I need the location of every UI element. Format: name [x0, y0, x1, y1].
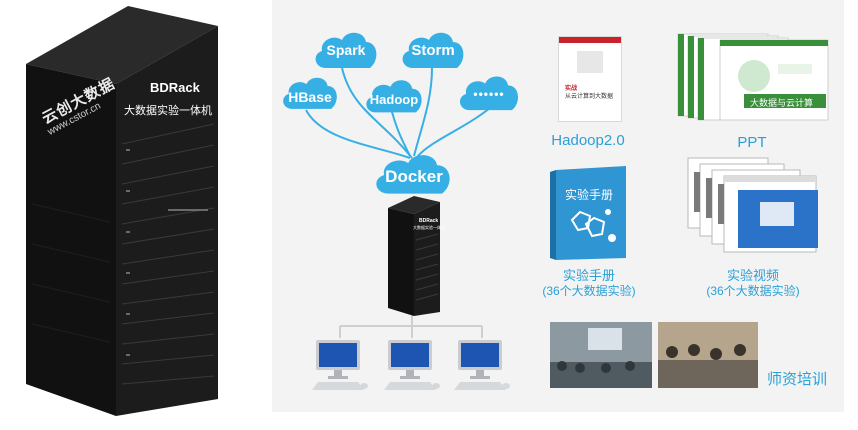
docker-label: Docker: [385, 167, 443, 186]
lab-video-caption-line1: 实验视频: [726, 268, 779, 283]
computer-icon: [384, 340, 440, 390]
rack-title: BDRack: [150, 80, 200, 95]
training-caption: 师资培训: [766, 371, 827, 388]
lab-manual-caption-line2: (36个大数据实验): [542, 284, 636, 298]
spark-label: Spark: [326, 42, 366, 58]
lab-manual-caption-line1: 实验手册: [562, 268, 615, 283]
lab-manual-cover: [550, 166, 626, 260]
more-label: ••••••: [473, 87, 505, 101]
docker-cloud: [376, 155, 450, 194]
training-photo-classroom: [550, 322, 652, 388]
lab-video-screenshots: [687, 157, 818, 253]
storm-cloud: [402, 32, 464, 68]
computer-icon: [312, 340, 368, 390]
bdrack-server-image: [26, 6, 218, 416]
hadoop-cloud: [366, 80, 422, 113]
connector-lines: [305, 67, 491, 338]
hbase-cloud: [283, 77, 337, 109]
book-cover-title: 实战: [565, 86, 578, 92]
product-panel: Spark Storm HBase Hadoop •••••• Docker B…: [272, 0, 844, 412]
hadoop-book-caption: Hadoop2.0: [551, 132, 625, 149]
lab-manual-cover-title: 实验手册: [565, 188, 614, 202]
ppt-caption: PPT: [737, 134, 767, 151]
hadoop-label: Hadoop: [369, 92, 419, 107]
mini-rack-subtitle: 大数据实验一体机: [413, 225, 445, 230]
hbase-label: HBase: [288, 89, 332, 105]
book-cover-subtitle: 从云计算到大数据: [565, 94, 614, 100]
spark-cloud: [315, 32, 377, 68]
more-cloud: [459, 76, 519, 111]
storm-label: Storm: [411, 42, 455, 59]
rack-subtitle: 大数据实验一体机: [124, 105, 212, 117]
ppt-slides-image: [677, 33, 829, 121]
mini-rack-title: BDRack: [419, 218, 439, 224]
lab-video-caption-line2: (36个大数据实验): [706, 284, 800, 298]
training-photo-trainees: [658, 322, 758, 388]
computer-icon: [454, 340, 510, 390]
mini-rack-image: [388, 196, 440, 316]
ppt-slide-title: 大数据与云计算: [750, 98, 814, 108]
hadoop-book-cover: 实战 从云计算到大数据: [558, 36, 622, 122]
